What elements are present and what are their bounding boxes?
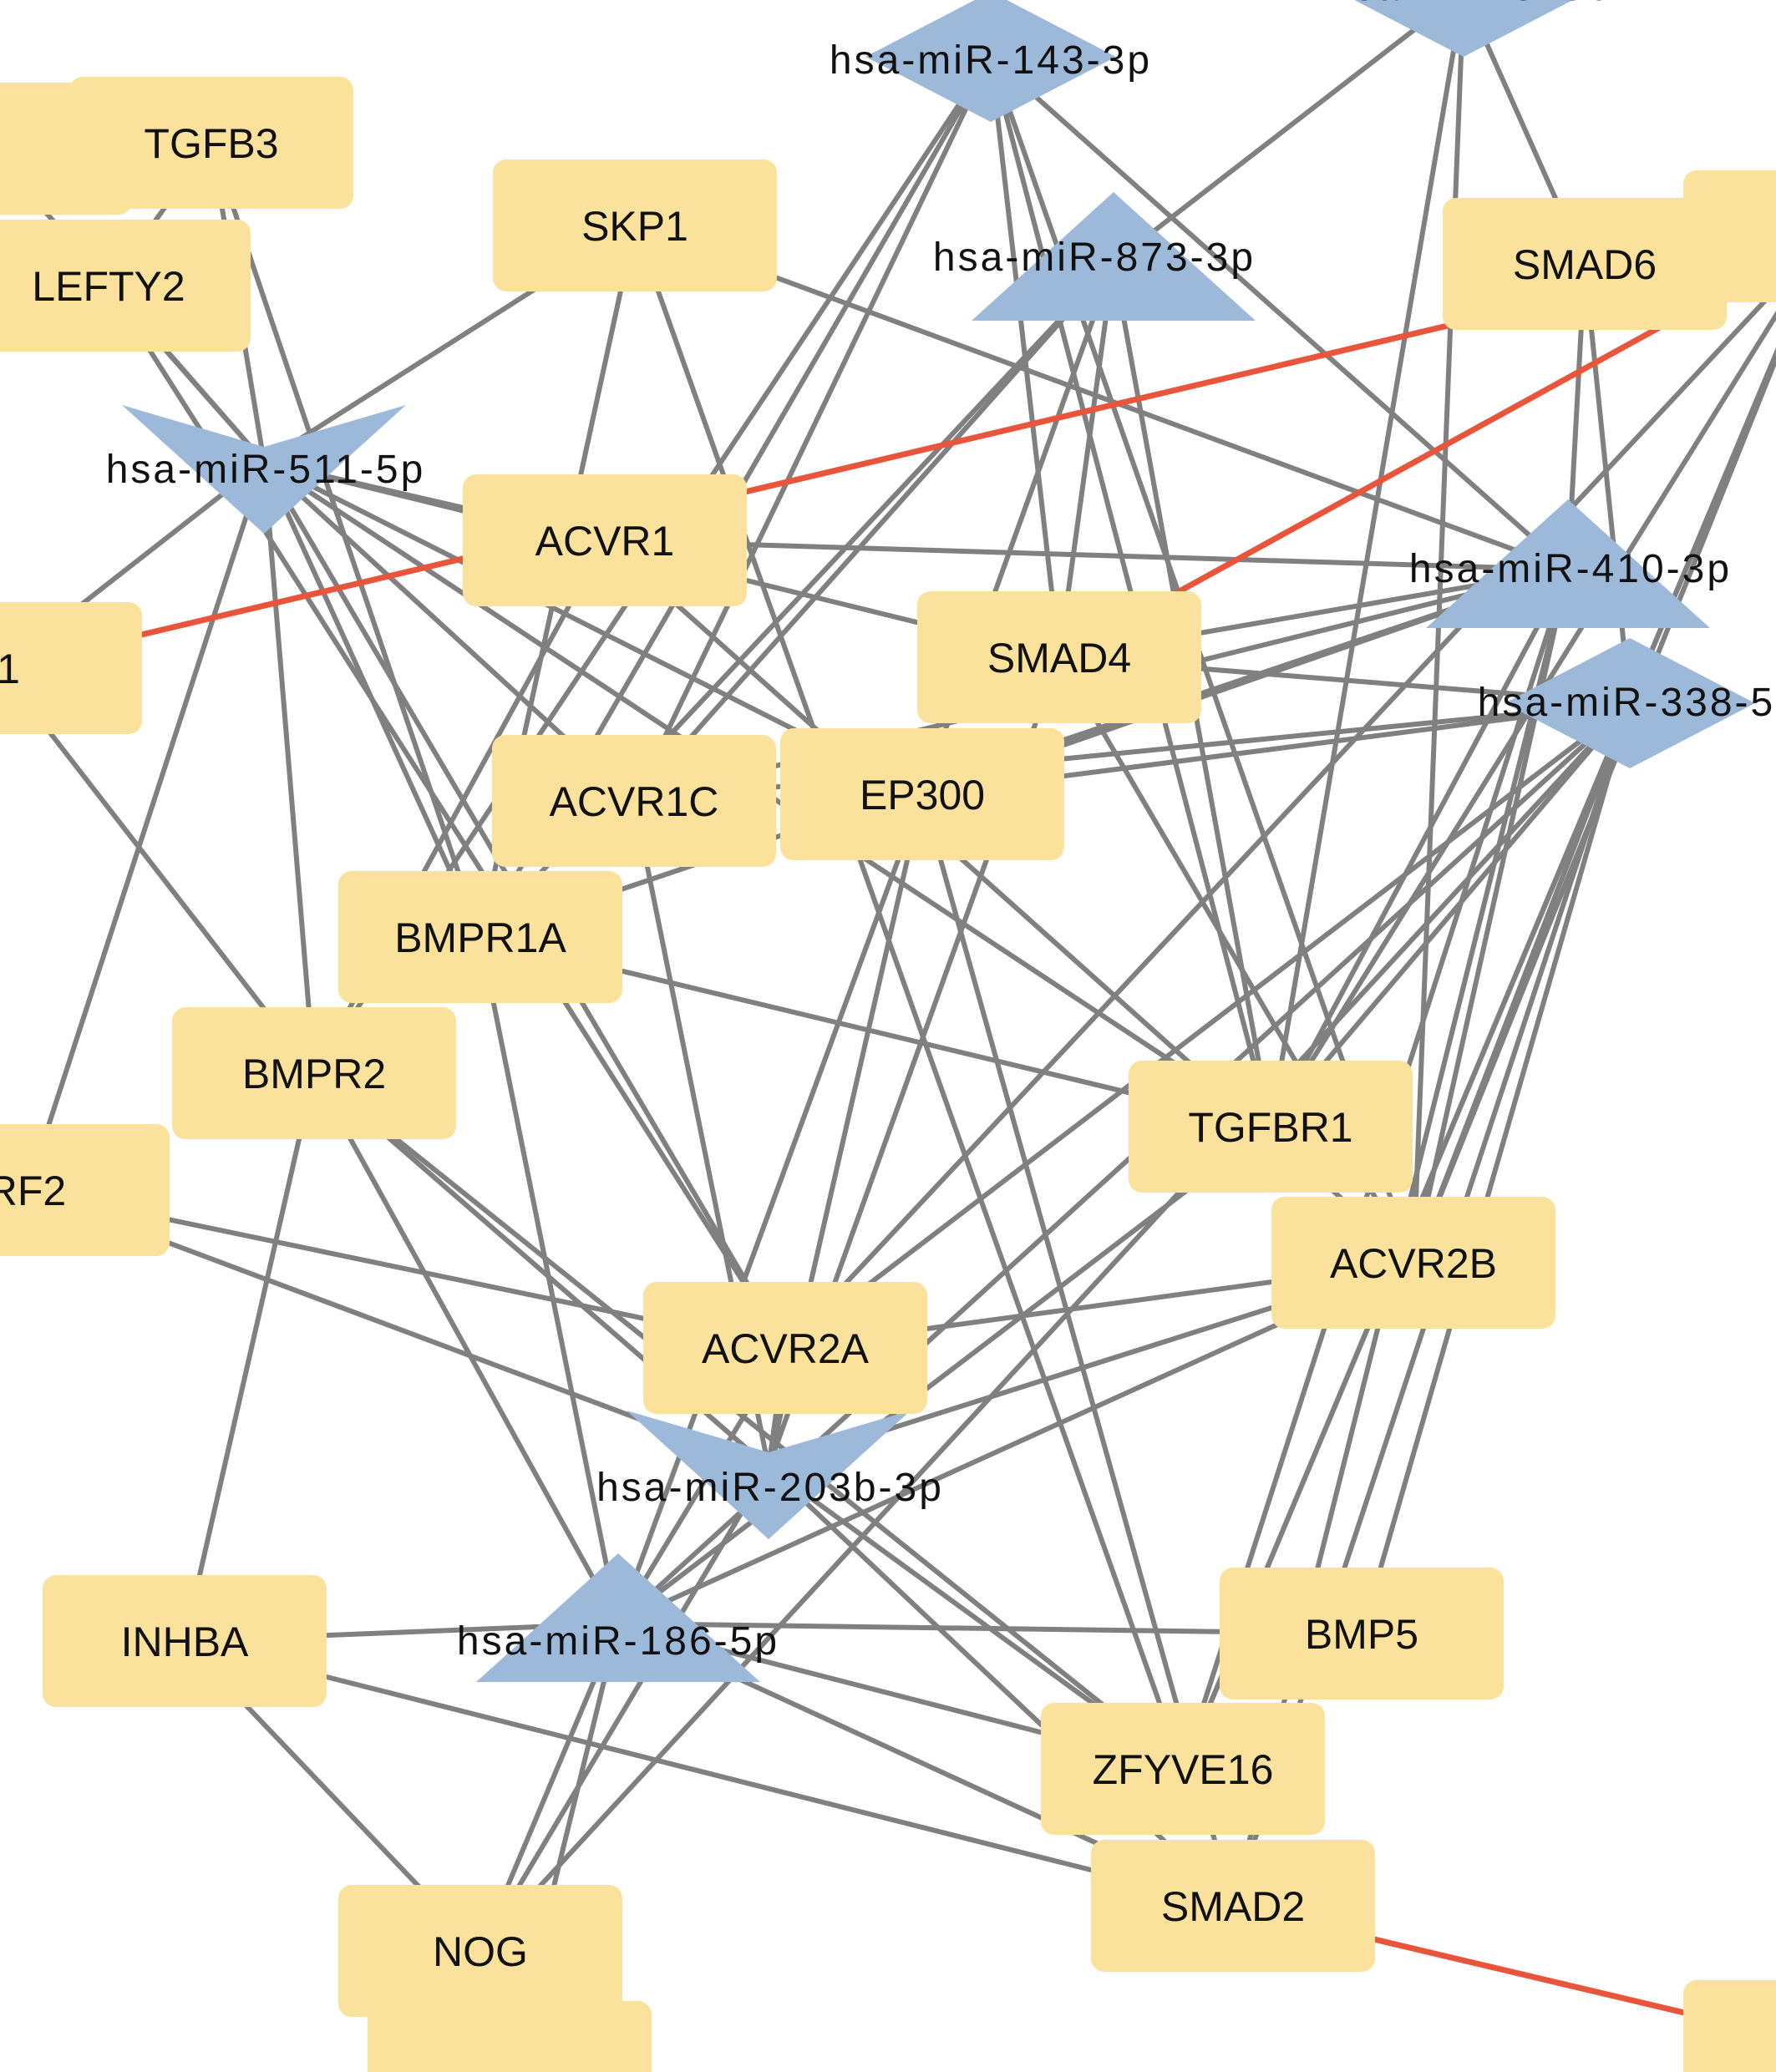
gene-node-partial_RF2 [0,1124,170,1256]
edge-partial_1-BMPR2 [0,666,317,1075]
gene-node-EP300 [780,728,1064,860]
mirna-label-miR-410-3p: hsa-miR-410-3p [1409,547,1732,591]
edge-SKP1-ZFYVE16 [632,224,1185,1771]
edge-miR-410-3p-TGFBR1 [1268,568,1570,1128]
edge-BMPR2-INHBA [182,1072,317,1642]
mirna-label-miR-873-3p: hsa-miR-873-3p [933,236,1256,280]
gene-label-LEFTY2: LEFTY2 [32,263,185,310]
gene-label-partial_1: 1 [0,646,20,692]
gene-node-ACVR1 [463,474,747,606]
gene-label-SMAD6: SMAD6 [1513,241,1657,288]
gene-node-partial_bottom [368,2001,652,2072]
edge-BMPR2-ZFYVE16 [312,1071,1185,1771]
gene-node-NOG [338,1885,622,2017]
gene-node-TGFB3 [69,77,353,209]
gene-label-ACVR2A: ACVR2A [702,1325,870,1372]
mirna-node-miR-186-5p [476,1553,760,1682]
gene-node-SKP1 [493,160,777,291]
gene-label-TGFB3: TGFB3 [144,120,278,167]
edge-ZFYVE16-partial_r [1180,347,1776,1771]
edge-INHBA-SMAD2 [184,1639,1234,1908]
mirna-node-miR-143-3p [865,0,1116,122]
mirna-label-miR-511-5p: hsa-miR-511-5p [106,448,426,492]
gene-node-INHBA [43,1575,327,1707]
gene-node-BMP5 [1220,1568,1504,1700]
gene-node-partial_1 [0,602,142,734]
gene-node-ACVR2B [1271,1197,1555,1329]
gene-node-LEFTY2 [0,220,251,352]
gene-node-SMAD4 [917,591,1201,723]
edge-miR-186-5p-TGFBR1 [617,1124,1272,1626]
mirna-label-miR-338-5p: hsa-miR-338-5 [1478,681,1775,725]
gene-node-BMPR2 [172,1007,456,1139]
gene-label-INHBA: INHBA [121,1619,249,1665]
gene-node-partial_tl [0,83,132,215]
mirna-node-miR-203b-3p [627,1411,911,1539]
mirna-node-miR-410-3p [1426,499,1710,628]
edge-miR-186-5p-BMPR2 [312,1071,621,1625]
mirna-label-miR-143-3p: hsa-miR-143-3p [830,38,1152,83]
edge-miR-873-3p-ACVR1C [632,261,1116,803]
edge-miR-410-3p-ACVR1 [604,538,1569,572]
gene-label-TGFBR1: TGFBR1 [1188,1104,1352,1151]
gene-node-partial_br [1683,1980,1776,2072]
gene-label-partial_RF2: RF2 [0,1168,66,1214]
gene-node-ACVR2A [643,1282,927,1414]
mirna-label-miR-186-5p: hsa-miR-186-5p [457,1619,779,1664]
edge-miR-873-3p-miR-top [1112,0,1457,265]
gene-node-TGFBR1 [1129,1061,1413,1193]
edge-miR-top-TGFBR1 [1268,0,1465,1127]
gene-label-SKP1: SKP1 [581,203,688,250]
edge-miR-338-5p-TGFBR1 [1268,702,1632,1128]
gene-label-SMAD2: SMAD2 [1161,1883,1305,1930]
edge-miR-338-5p-ACVR2A [784,701,1631,1350]
gene-node-ZFYVE16 [1041,1703,1325,1835]
gene-node-partial_r [1683,170,1776,302]
mirna-node-miR-top [1354,0,1573,57]
mirna-node-miR-338-5p [1505,638,1755,768]
gene-label-ACVR2B: ACVR2B [1330,1240,1497,1287]
edge-ACVR2A-partial_r [783,285,1776,1350]
edge-miR-338-5p-SMAD6 [1582,263,1632,704]
gene-label-ACVR1C: ACVR1C [550,778,719,825]
edge-miR-143-3p-ACVR1C [632,55,993,803]
mirna-label-miR-203b-3p: hsa-miR-203b-3p [596,1466,944,1510]
gene-node-SMAD6 [1443,198,1727,330]
gene-label-ZFYVE16: ZFYVE16 [1093,1746,1274,1793]
gene-label-ACVR1: ACVR1 [535,518,675,565]
mirna-label-miR-top: hsa-miR-320b [1329,0,1611,9]
edge-miR-143-3p-miR-410-3p [989,54,1570,572]
edge-TGFB3-BMPR1A [209,142,483,938]
mirna-node-miR-873-3p [972,192,1256,321]
gene-label-EP300: EP300 [860,772,985,818]
gene-node-SMAD2 [1091,1840,1375,1972]
mirna-node-miR-511-5p [122,405,406,534]
gene-label-NOG: NOG [433,1928,528,1975]
edge-miR-186-5p-EP300 [616,793,925,1625]
mirna-nodes-layer: hsa-miR-143-3p hsa-miR-873-3p hsa-miR-511-… [106,0,1775,1682]
edge-miR-511-5p-BMPR2 [261,461,317,1074]
edge-miR-511-5p-partial_RF2 [25,461,266,1191]
gene-node-ACVR1C [492,735,776,867]
gene-label-BMP5: BMP5 [1305,1611,1418,1658]
gene-label-BMPR2: BMPR2 [242,1051,386,1097]
edge-miR-410-3p-SKP1 [633,223,1570,572]
edge-miR-338-5p-NOG [478,701,1632,1953]
gene-node-BMPR1A [338,871,622,1003]
gene-label-SMAD4: SMAD4 [987,635,1131,681]
edge-miR-338-5p-BMP5 [1359,702,1632,1634]
edge-miR-186-5p-BMPR1A [478,936,621,1624]
gene-label-BMPR1A: BMPR1A [394,914,566,961]
